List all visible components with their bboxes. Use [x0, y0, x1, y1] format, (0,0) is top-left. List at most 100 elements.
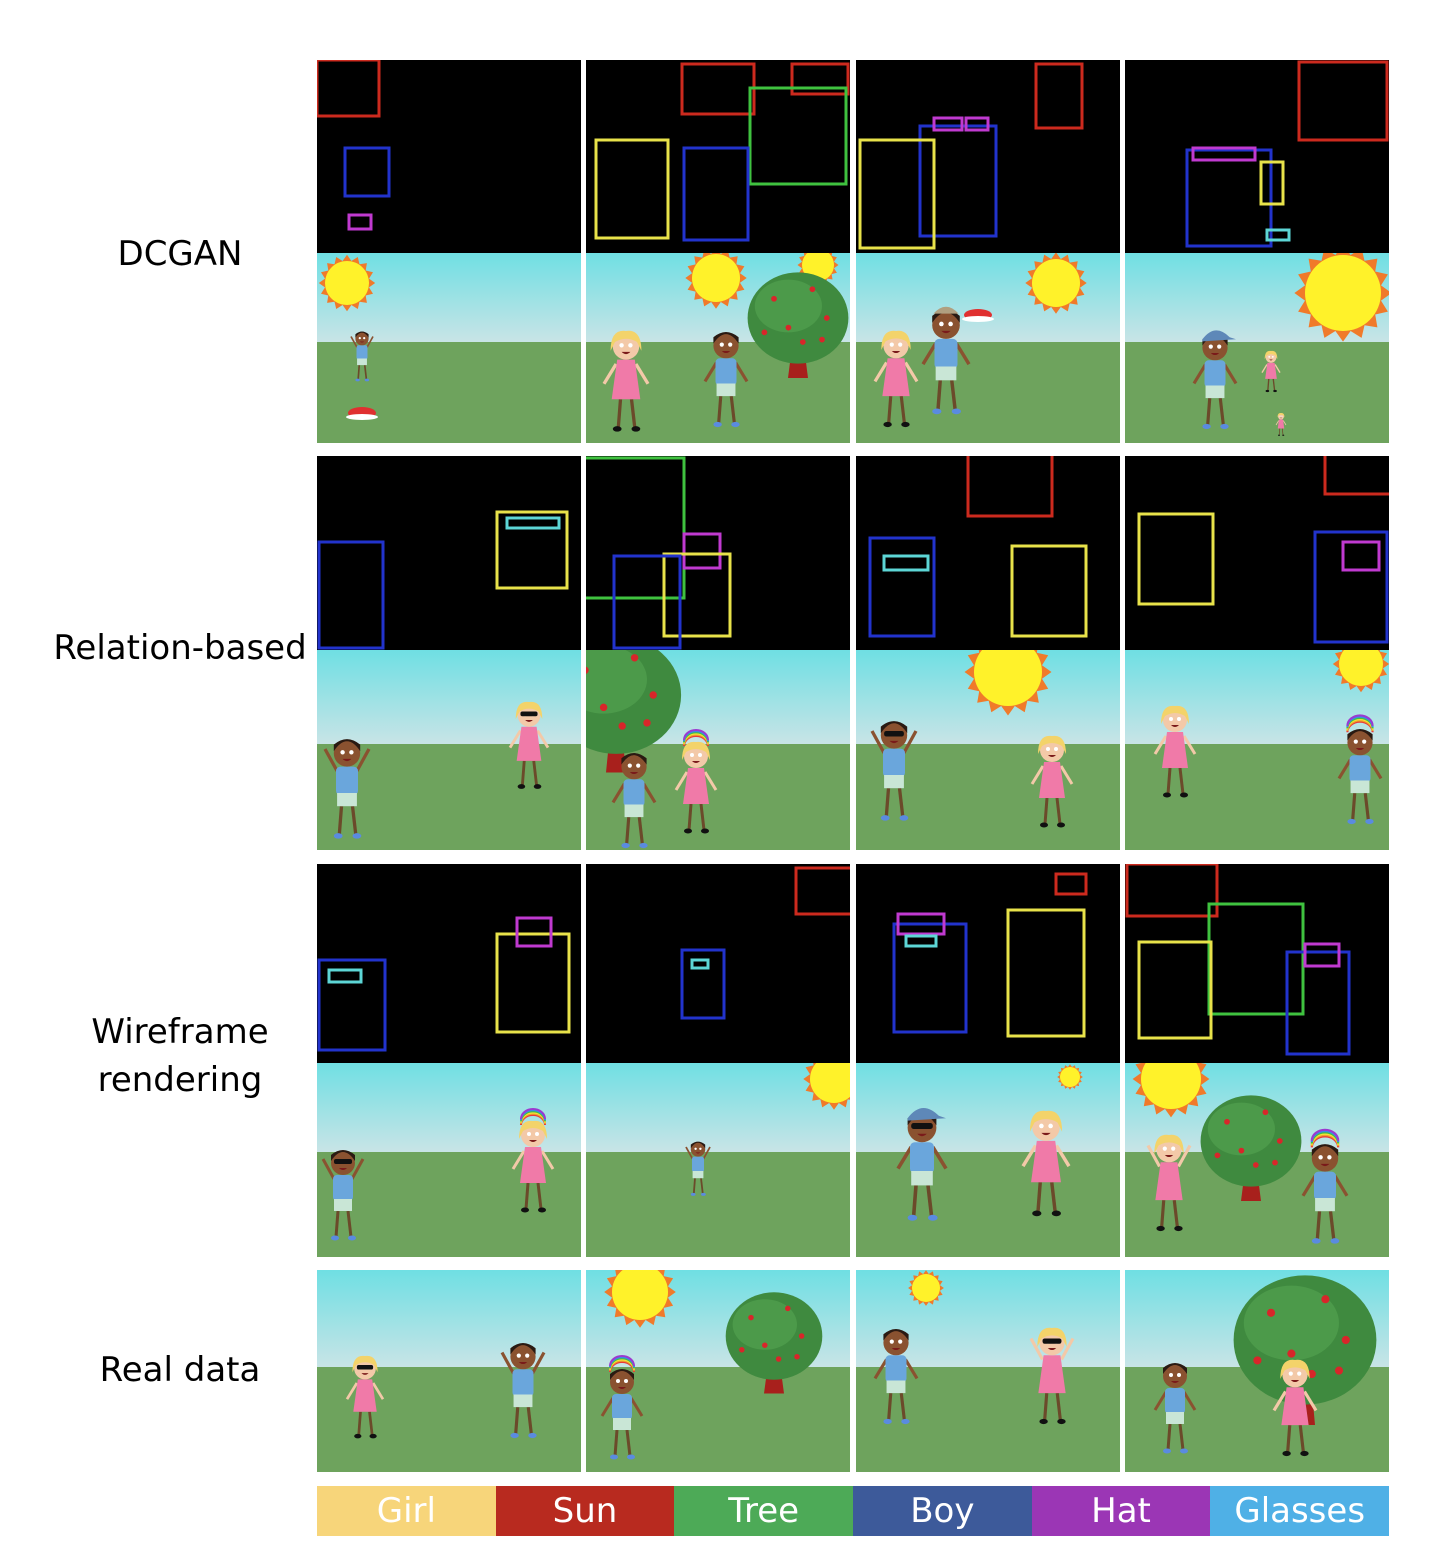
scene-panel-3-4	[1125, 1063, 1389, 1257]
wireframe-panel-1-3	[856, 60, 1120, 253]
legend-girl: Girl	[317, 1486, 496, 1536]
legend-girl-label: Girl	[376, 1491, 436, 1531]
tree-box	[586, 456, 686, 600]
girl-icon	[508, 701, 550, 789]
girl-icon	[602, 330, 650, 432]
girl-icon	[1261, 350, 1281, 393]
sun-box	[1054, 872, 1088, 896]
scene-panel-2-1	[317, 650, 581, 850]
scene-panel-2-2	[586, 650, 850, 850]
boy-box	[1313, 530, 1389, 644]
boy-icon	[873, 1329, 919, 1425]
girl-box	[662, 552, 732, 638]
legend-boy: Boy	[853, 1486, 1032, 1536]
tree-icon	[586, 650, 682, 773]
girl-box	[594, 138, 670, 240]
girl-icon	[511, 1108, 555, 1213]
sun-icon	[803, 1063, 850, 1110]
hat-box	[1303, 942, 1341, 968]
girl-box	[1006, 908, 1086, 1038]
boy-icon	[1153, 1363, 1197, 1454]
boy-box	[1185, 148, 1273, 248]
boy-box	[892, 922, 968, 1034]
wireframe-panel-1-1	[317, 60, 581, 253]
boy-icon	[870, 721, 918, 821]
hat-box	[932, 116, 964, 132]
hat-box	[896, 912, 946, 936]
wireframe-panel-3-2	[586, 864, 850, 1063]
sky	[856, 253, 1120, 342]
boy-box	[680, 948, 726, 1020]
sun-box	[1323, 456, 1389, 496]
girl-icon	[1272, 1359, 1318, 1457]
sun-icon	[604, 1270, 676, 1328]
sun-icon	[1057, 1064, 1083, 1090]
scene-panel-2-3	[856, 650, 1120, 850]
boy-icon	[323, 739, 371, 839]
sun-icon	[1294, 253, 1389, 342]
girl-box	[1010, 544, 1088, 638]
row-label-relation-based: Relation-based	[53, 628, 307, 668]
scene-panel-4-4	[1125, 1270, 1389, 1472]
scene-panel-3-1	[317, 1063, 581, 1257]
tree-icon	[747, 272, 849, 378]
scene-panel-1-2	[586, 253, 850, 443]
boy-icon	[600, 1355, 644, 1460]
sun-box	[1034, 62, 1084, 130]
boy-box	[1285, 950, 1351, 1056]
boy-icon	[350, 331, 374, 382]
girl-box	[495, 932, 571, 1034]
boy-icon	[1337, 714, 1383, 825]
legend: Girl Sun Tree Boy Hat Glasses	[317, 1486, 1390, 1536]
grass	[586, 1152, 850, 1257]
scene-panel-4-1	[317, 1270, 581, 1472]
legend-glasses-label: Glasses	[1234, 1491, 1366, 1531]
hat-box	[682, 532, 722, 570]
girl-icon	[345, 1355, 385, 1439]
sun-box	[794, 866, 850, 916]
boy-box	[868, 536, 936, 638]
hat-box	[964, 116, 990, 132]
boy-icon	[500, 1343, 546, 1439]
boy-icon	[921, 306, 971, 415]
boy-box	[682, 146, 750, 242]
boy-icon	[1192, 330, 1238, 430]
wireframe-panel-2-3	[856, 456, 1120, 650]
boy-icon	[685, 1141, 711, 1196]
boy-box	[343, 146, 391, 198]
legend-hat: Hat	[1031, 1486, 1211, 1536]
boy-icon	[1301, 1128, 1349, 1244]
wireframe-panel-3-4	[1125, 864, 1389, 1063]
scene-panel-3-3	[856, 1063, 1120, 1257]
glasses-box	[904, 934, 938, 948]
scene-panel-1-1	[317, 253, 581, 443]
scene-panel-1-4	[1125, 253, 1389, 443]
wireframe-panel-1-4	[1125, 60, 1389, 253]
boy-box	[612, 554, 682, 650]
wireframe-panel-2-2	[586, 456, 850, 650]
row-label-wireframe-rendering: Wireframe rendering	[91, 1012, 269, 1100]
sun-icon	[318, 254, 376, 312]
grass	[1125, 342, 1389, 443]
legend-sun-label: Sun	[552, 1491, 618, 1531]
girl-icon	[1030, 735, 1074, 828]
row-label-real-data: Real data	[99, 1350, 261, 1390]
girl-icon	[873, 330, 919, 428]
sun-icon	[908, 1270, 944, 1306]
girl-icon	[1153, 705, 1197, 798]
scene-panel-2-4	[1125, 650, 1389, 850]
boy-box	[918, 124, 998, 238]
legend-boy-label: Boy	[910, 1491, 975, 1531]
hat-icon	[962, 309, 994, 322]
girl-box	[858, 138, 936, 250]
girl-icon	[1275, 412, 1287, 436]
sun-box	[1297, 60, 1389, 142]
girl-icon	[1029, 1327, 1075, 1425]
legend-hat-label: Hat	[1091, 1491, 1151, 1531]
girl-icon	[674, 729, 718, 834]
wireframe-panel-3-3	[856, 864, 1120, 1063]
legend-glasses: Glasses	[1210, 1486, 1390, 1536]
sun-icon	[685, 253, 747, 309]
girl-box	[1137, 940, 1213, 1040]
sun-icon	[1132, 1063, 1210, 1118]
